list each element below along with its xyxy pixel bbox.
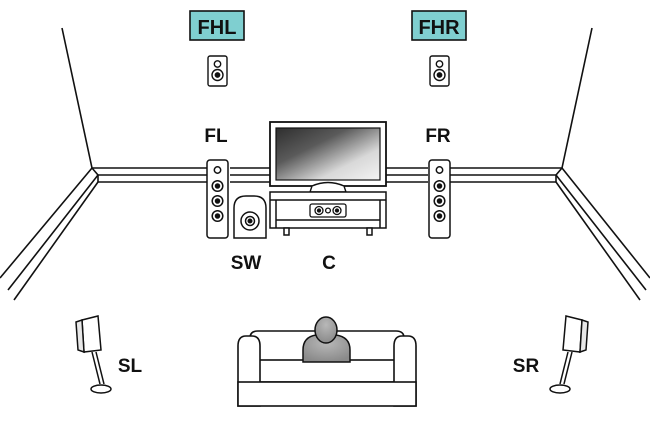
sr-label: SR [513,356,540,377]
fr-tower-speaker-icon [428,159,451,239]
fhr-label-box: FHR [411,10,467,41]
subwoofer-icon [233,195,267,239]
fhl-label-box: FHL [189,10,245,41]
fhr-speaker-icon [429,55,450,87]
fhl-speaker-icon [207,55,228,87]
c-label: C [322,253,336,274]
sl-label: SL [118,356,143,377]
fhr-label: FHR [418,17,460,39]
sl-speaker-on-stand-icon [75,315,112,394]
fr-label: FR [425,126,451,147]
sr-speaker-on-stand-icon [549,315,589,394]
sofa-icon [237,330,417,407]
television-icon [269,121,387,193]
fl-label: FL [204,126,228,147]
center-speaker-icon [309,203,347,218]
fhl-label: FHL [198,17,237,39]
fl-tower-speaker-icon [206,159,229,239]
room-walls [0,27,650,301]
sw-label: SW [231,253,262,274]
listener-icon [302,316,351,363]
